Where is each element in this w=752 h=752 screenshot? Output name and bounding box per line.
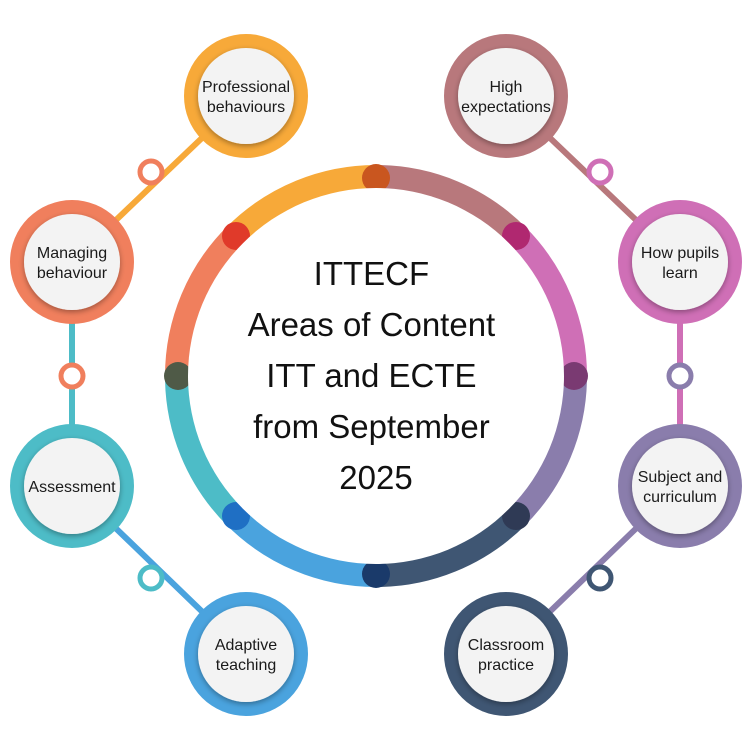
center-title: ITTECF Areas of Content ITT and ECTE fro… bbox=[248, 255, 505, 496]
connector-ring bbox=[666, 362, 694, 390]
ring-dot bbox=[502, 221, 531, 250]
area-node-disc bbox=[632, 438, 728, 534]
connector-ring bbox=[137, 564, 165, 592]
connector-ring bbox=[137, 158, 165, 186]
area-node: High expectations bbox=[444, 34, 568, 158]
ring-segment bbox=[165, 225, 247, 377]
center-line-1: ITTECF bbox=[314, 255, 429, 292]
area-node-label: Assessment bbox=[28, 479, 116, 496]
area-node: Subject and curriculum bbox=[618, 424, 742, 548]
area-node-disc bbox=[24, 438, 120, 534]
area-node-label: Adaptive teaching bbox=[215, 637, 277, 674]
ring-segment bbox=[225, 505, 377, 587]
area-node-label-line: Managing bbox=[37, 245, 107, 262]
area-node-label-line: How pupils bbox=[641, 245, 719, 262]
area-node-label-line: Assessment bbox=[28, 479, 116, 496]
area-node-label: Subject and curriculum bbox=[638, 469, 723, 506]
ring-segment bbox=[165, 373, 246, 526]
connector-ring bbox=[586, 564, 614, 592]
ring-segment bbox=[226, 165, 379, 246]
area-node-label-line: Subject and bbox=[638, 469, 723, 486]
area-node-disc bbox=[198, 48, 294, 144]
area-node: Adaptive teaching bbox=[184, 592, 308, 716]
center-ring bbox=[164, 164, 588, 588]
ring-segment bbox=[373, 506, 526, 587]
area-node-label-line: learn bbox=[662, 265, 698, 282]
ring-dot bbox=[502, 502, 531, 531]
area-node-label-line: High bbox=[490, 79, 523, 96]
ring-dot bbox=[164, 362, 192, 390]
outer-nodes: Professional behaviours High expectationsHo… bbox=[10, 34, 742, 716]
area-node-label-line: Adaptive bbox=[215, 637, 277, 654]
ring-dot bbox=[362, 164, 390, 192]
area-node-label: Managing behaviour bbox=[37, 245, 108, 282]
area-node-disc bbox=[458, 606, 554, 702]
ring-dot bbox=[221, 221, 250, 250]
area-node: Managing behaviour bbox=[10, 200, 134, 324]
ring-dot bbox=[221, 502, 250, 531]
center-line-4: from September bbox=[253, 408, 490, 445]
area-node-label-line: Classroom bbox=[468, 637, 544, 654]
area-node-disc bbox=[24, 214, 120, 310]
connector-ring bbox=[586, 158, 614, 186]
area-node: Classroom practice bbox=[444, 592, 568, 716]
area-node-disc bbox=[458, 48, 554, 144]
center-disc: ITTECF Areas of Content ITT and ECTE fro… bbox=[188, 188, 564, 564]
connector-ring bbox=[58, 362, 86, 390]
area-node-label-line: behaviours bbox=[207, 99, 285, 116]
area-node-disc bbox=[632, 214, 728, 310]
center-line-3: ITT and ECTE bbox=[266, 357, 476, 394]
ring-segment bbox=[505, 375, 587, 527]
area-node-label-line: practice bbox=[478, 657, 534, 674]
area-node: Assessment bbox=[10, 424, 134, 548]
area-node-label: Professional behaviours bbox=[202, 79, 290, 116]
area-node-label-line: teaching bbox=[216, 657, 277, 674]
area-node: How pupils learn bbox=[618, 200, 742, 324]
area-node-disc bbox=[198, 606, 294, 702]
center-line-2: Areas of Content bbox=[248, 306, 496, 343]
center-line-5: 2025 bbox=[339, 459, 412, 496]
ring-dot bbox=[560, 362, 588, 390]
ring-segment bbox=[506, 226, 587, 379]
area-node: Professional behaviours bbox=[184, 34, 308, 158]
ring-segment bbox=[375, 165, 527, 247]
area-node-label: High expectations bbox=[461, 79, 551, 116]
area-node-label-line: expectations bbox=[461, 99, 551, 116]
area-node-label-line: behaviour bbox=[37, 265, 108, 282]
area-node-label: How pupils learn bbox=[641, 245, 719, 282]
ring-dot bbox=[362, 560, 390, 588]
area-node-label-line: curriculum bbox=[643, 489, 717, 506]
area-node-label-line: Professional bbox=[202, 79, 290, 96]
area-node-label: Classroom practice bbox=[468, 637, 544, 674]
